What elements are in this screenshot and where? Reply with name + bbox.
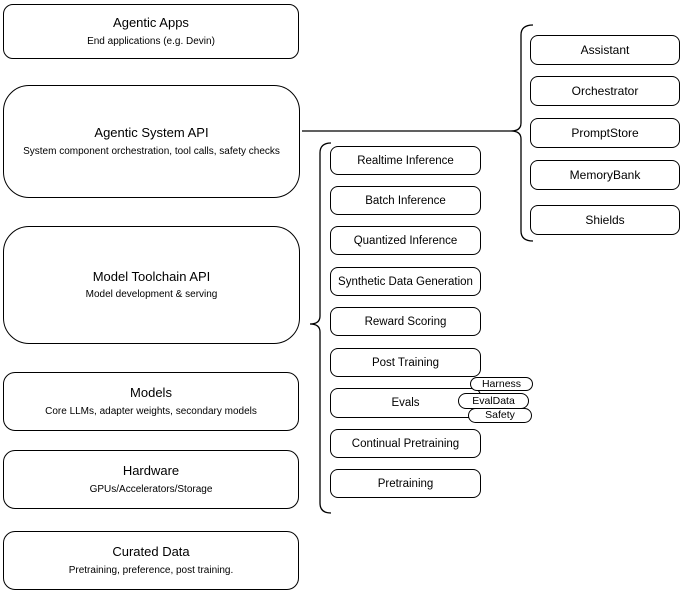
node-model-toolchain-api: Model Toolchain API Model development & …: [3, 226, 300, 344]
chip-synthetic-data-generation: Synthetic Data Generation: [330, 267, 481, 296]
node-title: Agentic System API: [94, 125, 209, 141]
system-group-brace: [510, 24, 534, 242]
chip-realtime-inference: Realtime Inference: [330, 146, 481, 175]
chip-shields: Shields: [530, 205, 680, 235]
node-subtitle: Core LLMs, adapter weights, secondary mo…: [45, 405, 257, 417]
node-curated-data: Curated Data Pretraining, preference, po…: [3, 531, 299, 590]
node-subtitle: System component orchestration, tool cal…: [23, 145, 280, 157]
chip-quantized-inference: Quantized Inference: [330, 226, 481, 255]
chip-evals: Evals: [330, 388, 481, 418]
chip-reward-scoring: Reward Scoring: [330, 307, 481, 336]
node-agentic-system-api: Agentic System API System component orch…: [3, 85, 300, 198]
node-subtitle: End applications (e.g. Devin): [87, 35, 215, 47]
node-title: Hardware: [122, 463, 180, 479]
tag-safety: Safety: [468, 408, 532, 423]
node-agentic-apps: Agentic Apps End applications (e.g. Devi…: [3, 4, 299, 59]
chip-promptstore: PromptStore: [530, 118, 680, 148]
toolchain-group-brace: [309, 142, 332, 514]
chip-post-training: Post Training: [330, 348, 481, 377]
node-hardware: Hardware GPUs/Accelerators/Storage: [3, 450, 299, 509]
node-subtitle: GPUs/Accelerators/Storage: [89, 483, 213, 495]
node-title: Curated Data: [112, 544, 190, 560]
chip-continual-pretraining: Continual Pretraining: [330, 429, 481, 458]
chip-pretraining: Pretraining: [330, 469, 481, 498]
node-subtitle: Pretraining, preference, post training.: [68, 564, 234, 576]
chip-batch-inference: Batch Inference: [330, 186, 481, 215]
node-title: Model Toolchain API: [92, 268, 211, 284]
node-models: Models Core LLMs, adapter weights, secon…: [3, 372, 299, 431]
node-title: Models: [130, 385, 172, 401]
tag-evaldata: EvalData: [458, 393, 529, 409]
chip-orchestrator: Orchestrator: [530, 76, 680, 106]
node-subtitle: Model development & serving: [85, 289, 218, 301]
chip-memorybank: MemoryBank: [530, 160, 680, 190]
chip-assistant: Assistant: [530, 35, 680, 65]
node-title: Agentic Apps: [113, 15, 189, 31]
tag-harness: Harness: [470, 377, 533, 391]
